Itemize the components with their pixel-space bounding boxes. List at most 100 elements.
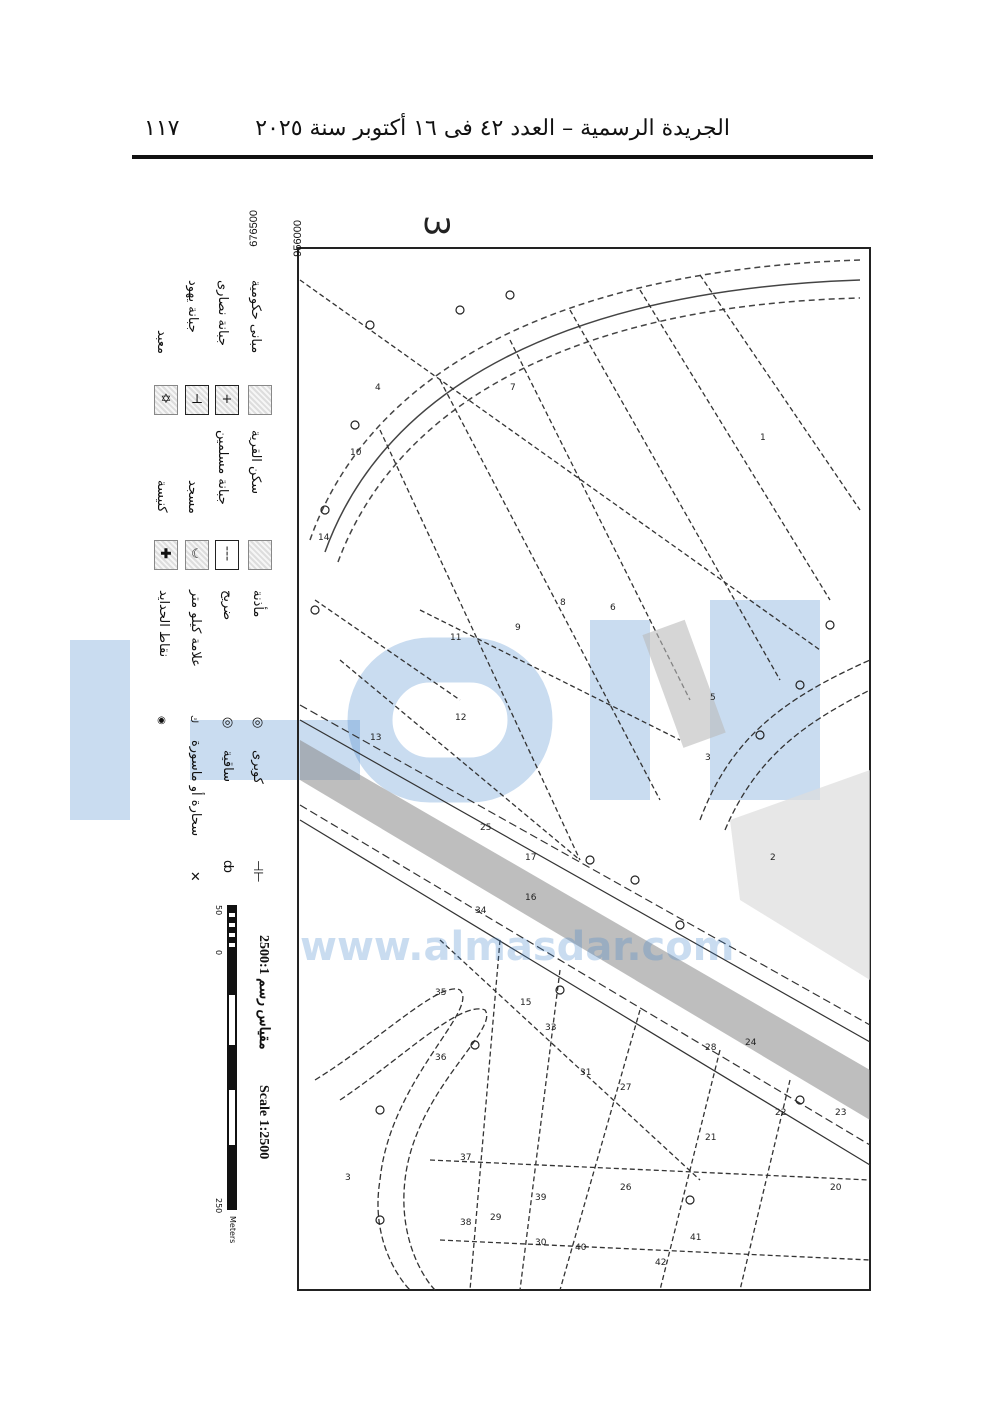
curved-road-edge (309, 259, 861, 541)
village-area (730, 770, 870, 980)
gazette-title: الجريدة الرسمية – العدد ٤٢ فى ١٦ أكتوبر … (255, 116, 730, 141)
legend-label: مبانى حكومية (248, 280, 263, 354)
legend-label: كوبرى (250, 750, 265, 784)
scale-tick-right: 250 (214, 1198, 223, 1214)
parcel-number: 13 (370, 733, 381, 743)
parcel-number: 42 (655, 1258, 666, 1268)
parcel-number: 16 (525, 893, 537, 903)
curved-road-edge (324, 279, 861, 553)
parcel-number: 4 (375, 383, 381, 393)
legend-label: جبانة مسلمين (215, 430, 230, 505)
legend-swatch-muslim-cemetery: ┆ (215, 540, 239, 570)
legend-label: جبانة نصارى (215, 280, 230, 346)
shrine-icon: ◎ (220, 715, 235, 730)
lower-road (339, 1008, 488, 1291)
scale-tick-left: 50 (214, 905, 223, 916)
legend-label: ضريح (220, 590, 235, 621)
parcel-number: 22 (775, 1108, 786, 1118)
cadastral-map: 10 14 7 8 9 11 12 13 6 5 4 3 2 1 25 17 1… (70, 180, 875, 1300)
curved-road-edge (337, 297, 861, 563)
parcel-number: 31 (580, 1068, 591, 1078)
parcel-labels: 10 14 7 8 9 11 12 13 6 5 4 3 2 1 25 17 1… (318, 383, 846, 1268)
legend-label: كنيسة (154, 480, 169, 513)
parcel-number: 3 (705, 753, 711, 763)
legend-label: معبد (154, 330, 169, 354)
road-edge (299, 719, 871, 1043)
parcel-number: 2 (770, 853, 776, 863)
parcel-number: 39 (535, 1193, 547, 1203)
culvert-icon: ✕ (188, 870, 203, 885)
coord-northing: 676500 (248, 210, 260, 247)
map-drawing: 10 14 7 8 9 11 12 13 6 5 4 3 2 1 25 17 1… (297, 215, 871, 1291)
waterwheel-icon: ȸ (220, 860, 235, 873)
boundary-points (310, 290, 835, 1225)
scale-unit: Meters (228, 1216, 237, 1244)
parcel-number: 26 (620, 1183, 632, 1193)
scale-arabic: مقياس رسم 2500:1 (256, 935, 271, 1050)
handwritten-mark: 3 (416, 215, 456, 237)
parcel-boundaries-lower (429, 939, 871, 1291)
parcel-number: 6 (610, 603, 616, 613)
church-icon: ✚ (154, 540, 178, 570)
road-edge (299, 704, 871, 1026)
parcel-number: 3 (345, 1173, 351, 1183)
parcel-number: 1 (760, 433, 766, 443)
parcel-number: 33 (545, 1023, 556, 1033)
parcel-number: 28 (705, 1043, 717, 1053)
temple-icon: ✡ (154, 385, 178, 415)
legend-swatch-village-housing (248, 540, 272, 570)
header-divider (132, 155, 873, 159)
parcel-number: 11 (450, 633, 461, 643)
page-header: الجريدة الرسمية – العدد ٤٢ فى ١٦ أكتوبر … (132, 112, 872, 152)
legend-swatch-christian-cemetery: + (215, 385, 239, 415)
parcel-number: 12 (455, 713, 466, 723)
parcel-number: 21 (705, 1133, 716, 1143)
legend-label: مأذنة (250, 590, 265, 618)
parcel-number: 41 (690, 1233, 701, 1243)
parcel-number: 14 (318, 533, 330, 543)
legend-swatch-govt-buildings (248, 385, 272, 415)
parcel-number: 20 (830, 1183, 842, 1193)
legend-label: سكن القرية (248, 430, 263, 495)
parcel-number: 10 (350, 448, 362, 458)
parcel-number: 15 (520, 998, 531, 1008)
parcel-number: 34 (475, 906, 487, 916)
boundary-point-icon: ◉ (156, 715, 167, 726)
coord-easting: 956000 (292, 220, 304, 257)
parcel-number: 38 (460, 1218, 472, 1228)
parcel-number: 40 (575, 1243, 587, 1253)
legend-label: ساقية (220, 750, 235, 782)
parcel-number: 24 (745, 1038, 757, 1048)
scale-bar (227, 905, 237, 1210)
parcel-number: 8 (560, 598, 566, 608)
parcel-number: 36 (435, 1053, 447, 1063)
parcel-number: 7 (510, 383, 516, 393)
parcel-number: 29 (490, 1213, 502, 1223)
legend-label: نقاط الحدايد (156, 590, 171, 658)
parcel-number: 9 (515, 623, 521, 633)
parcel-number: 27 (620, 1083, 631, 1093)
mosque-icon: ☾ (185, 540, 209, 570)
minaret-icon: ◎ (250, 715, 265, 730)
parcel-number: 23 (835, 1108, 846, 1118)
page-number: ١١٧ (144, 116, 180, 141)
map-frame (297, 247, 871, 1291)
parcel-number: 35 (435, 988, 446, 998)
legend-label: علامة كيلو متر (188, 590, 203, 667)
km-marker-icon: ك (188, 715, 199, 724)
hatched-area (642, 619, 726, 748)
legend-swatch-jewish-cemetery: ⊥ (185, 385, 209, 415)
parcel-boundaries-upper (299, 274, 861, 861)
road-edge (299, 819, 871, 1166)
parcel-number: 5 (710, 693, 716, 703)
parcel-number: 25 (480, 823, 491, 833)
legend-label: سحارة أو ماسورة (188, 740, 203, 837)
parcel-number: 17 (525, 853, 536, 863)
bridge-icon: ⊣⊢ (250, 860, 265, 883)
legend-label: جبانة يهود (185, 280, 200, 333)
scale-english: Scale 1:2500 (256, 1085, 271, 1160)
scale-tick-zero: 0 (214, 950, 223, 956)
parcel-number: 30 (535, 1238, 547, 1248)
lower-road (314, 988, 464, 1291)
legend-label: مسجد (185, 480, 200, 514)
